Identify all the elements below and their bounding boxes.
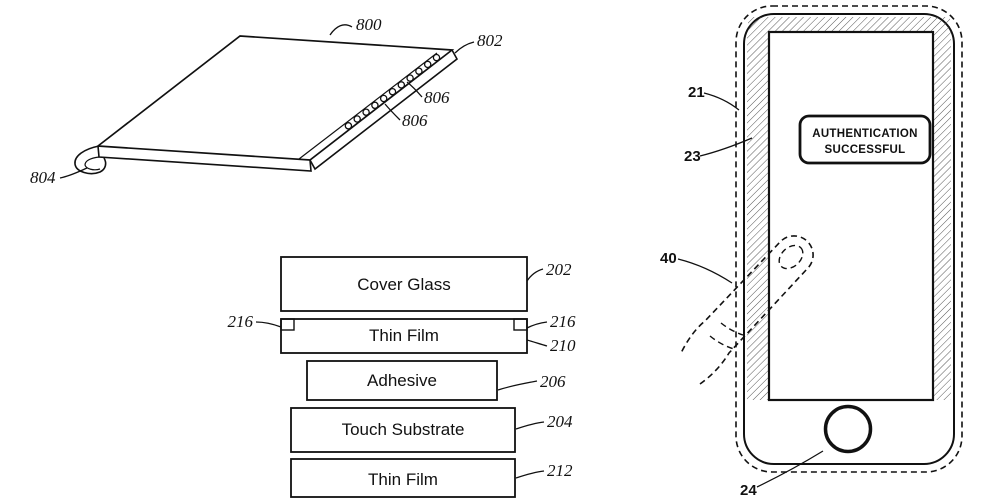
finger-crease-2 bbox=[720, 322, 744, 336]
bezel-hatch-left bbox=[747, 32, 769, 400]
layer-touch-substrate-label: Touch Substrate bbox=[342, 420, 465, 439]
leader-806-upper bbox=[406, 81, 423, 98]
ref-24: 24 bbox=[740, 482, 757, 499]
ref-204: 204 bbox=[547, 412, 573, 431]
leader-206 bbox=[497, 380, 538, 391]
ref-802: 802 bbox=[477, 31, 503, 50]
finger-crease-1 bbox=[709, 335, 735, 350]
bezel-hatch-top bbox=[748, 17, 950, 32]
leader-24 bbox=[756, 450, 824, 488]
auth-message-line2: SUCCESSFUL bbox=[825, 144, 906, 156]
ref-800: 800 bbox=[356, 15, 382, 34]
leader-216-left bbox=[255, 321, 282, 328]
home-button bbox=[823, 404, 873, 454]
leader-804 bbox=[59, 167, 88, 179]
phone-figure: AUTHENTICATION SUCCESSFUL 21 23 40 24 bbox=[660, 5, 963, 499]
layer-adhesive bbox=[306, 360, 498, 401]
auth-message-line1: AUTHENTICATION bbox=[812, 128, 918, 140]
layer-touch-substrate bbox=[290, 407, 516, 453]
ref-216-right: 216 bbox=[550, 312, 576, 331]
leader-210 bbox=[526, 339, 548, 347]
finger-outline bbox=[680, 235, 814, 385]
ref-202: 202 bbox=[546, 260, 572, 279]
leader-216-right bbox=[526, 321, 548, 329]
ref-806-upper: 806 bbox=[424, 88, 450, 107]
layer-thin-film-2 bbox=[290, 458, 516, 498]
phone-screen bbox=[767, 30, 935, 402]
layer-adhesive-label: Adhesive bbox=[367, 371, 437, 390]
panel-curled-edge-inner bbox=[84, 156, 101, 171]
panel-front-edge bbox=[97, 145, 312, 172]
panel-top-face bbox=[95, 35, 455, 161]
layer-stack-figure: Cover Glass Thin Film Adhesive Touch Sub… bbox=[228, 256, 576, 498]
leader-40 bbox=[677, 258, 733, 284]
leader-21 bbox=[703, 92, 740, 111]
bezel-hatch-right bbox=[933, 32, 951, 400]
layer-thin-film-label: Thin Film bbox=[369, 326, 439, 345]
ref-23: 23 bbox=[684, 148, 701, 165]
thin-film-notch-left bbox=[280, 318, 295, 331]
layer-thin-film bbox=[280, 318, 528, 354]
panel-holes bbox=[344, 53, 441, 130]
ref-212: 212 bbox=[547, 461, 573, 480]
ref-206: 206 bbox=[540, 372, 566, 391]
ref-216-left: 216 bbox=[228, 312, 254, 331]
panel-right-edge bbox=[309, 49, 459, 171]
leader-800 bbox=[329, 24, 353, 36]
auth-message-box bbox=[798, 114, 932, 165]
ref-804: 804 bbox=[30, 168, 56, 187]
leader-802 bbox=[454, 41, 475, 54]
leader-23 bbox=[699, 137, 753, 157]
layer-cover-glass-label: Cover Glass bbox=[357, 275, 451, 294]
ref-210: 210 bbox=[550, 336, 576, 355]
leader-202 bbox=[526, 268, 544, 282]
ref-806-lower: 806 bbox=[402, 111, 428, 130]
leader-806-lower bbox=[384, 103, 401, 121]
thin-film-notch-right bbox=[513, 318, 528, 331]
layer-thin-film-2-label: Thin Film bbox=[368, 470, 438, 489]
layer-cover-glass bbox=[280, 256, 528, 312]
ref-40: 40 bbox=[660, 250, 677, 267]
finger-body bbox=[680, 235, 814, 385]
panel-figure: 800 802 806 806 804 bbox=[30, 15, 503, 187]
panel-curled-edge bbox=[74, 145, 107, 175]
ref-21: 21 bbox=[688, 84, 705, 101]
leader-204 bbox=[515, 421, 545, 430]
panel-edge-inner-line bbox=[298, 52, 438, 160]
leader-212 bbox=[515, 470, 545, 479]
fingernail bbox=[778, 244, 804, 270]
